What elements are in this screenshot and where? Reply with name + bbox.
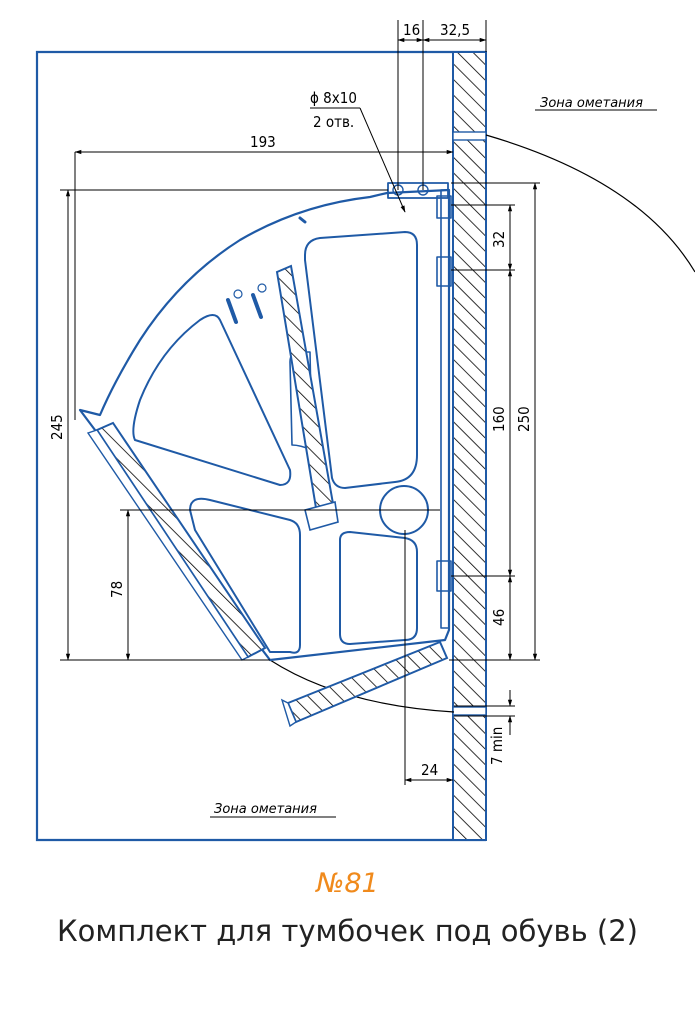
sweep-zone-label-top: Зона ометания	[540, 96, 643, 111]
dim-32: 32	[490, 231, 508, 248]
shelf-left	[86, 421, 267, 661]
dim-245: 245	[48, 414, 66, 440]
hole-note-diameter: ϕ 8x10	[310, 89, 357, 107]
figure-title: Комплект для тумбочек под обувь (2)	[57, 914, 638, 948]
dim-160: 160	[490, 406, 508, 432]
dim-16: 16	[403, 21, 420, 39]
dim-24: 24	[421, 761, 438, 779]
sweep-zone-label-bottom: Зона ометания	[214, 802, 317, 817]
shoe-rack-mechanism	[78, 182, 452, 662]
dim-46: 46	[490, 609, 508, 626]
dim-250: 250	[515, 406, 533, 432]
dim-32-5: 32,5	[440, 21, 470, 39]
dimension-lines	[60, 20, 657, 818]
figure-number: №81	[316, 868, 379, 899]
cabinet-wall	[452, 51, 487, 841]
hole-note-count: 2 отв.	[313, 113, 354, 131]
cabinet-outline	[35, 50, 486, 842]
shelf-upper	[275, 264, 339, 531]
shelf-bottom	[280, 640, 449, 728]
technical-drawing: 16 32,5 193 245 78 32 160 250 46 24 7 mi…	[35, 20, 695, 842]
dim-193: 193	[250, 133, 276, 151]
dim-78: 78	[108, 581, 126, 598]
dim-7-min: 7 min	[488, 727, 506, 765]
